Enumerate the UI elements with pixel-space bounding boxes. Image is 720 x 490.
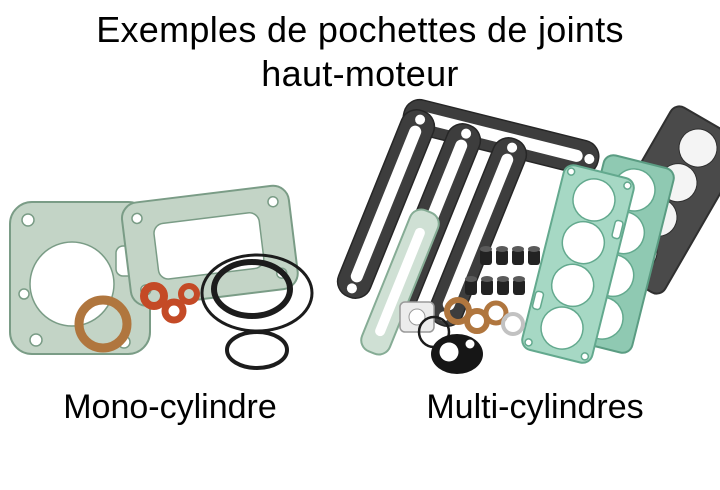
mono-cylinder-kit-photo [9, 184, 314, 370]
title-line-2: haut-moteur [261, 53, 459, 94]
copper-washers [444, 297, 525, 336]
copper-washer [74, 295, 132, 353]
exhaust-gasket-rings [140, 282, 200, 324]
o-rings [200, 253, 314, 370]
page-title: Exemples de pochettes de joints haut-mot… [0, 8, 720, 96]
teal-head-gasket-front [521, 164, 635, 364]
multi-cylinder-caption: Multi-cylindres [426, 388, 644, 426]
multi-cylinder-kit-photo [336, 98, 720, 374]
rocker-cover-gasket [120, 184, 299, 307]
mono-cylinder-caption: Mono-cylindre [63, 388, 277, 426]
title-line-1: Exemples de pochettes de joints [96, 9, 624, 50]
valve-cover-gasket [336, 108, 436, 300]
base-gasket-strip [360, 208, 440, 356]
small-square-gasket [399, 301, 435, 333]
small-oval-gasket [431, 334, 483, 374]
valve-stem-seals [465, 246, 540, 295]
